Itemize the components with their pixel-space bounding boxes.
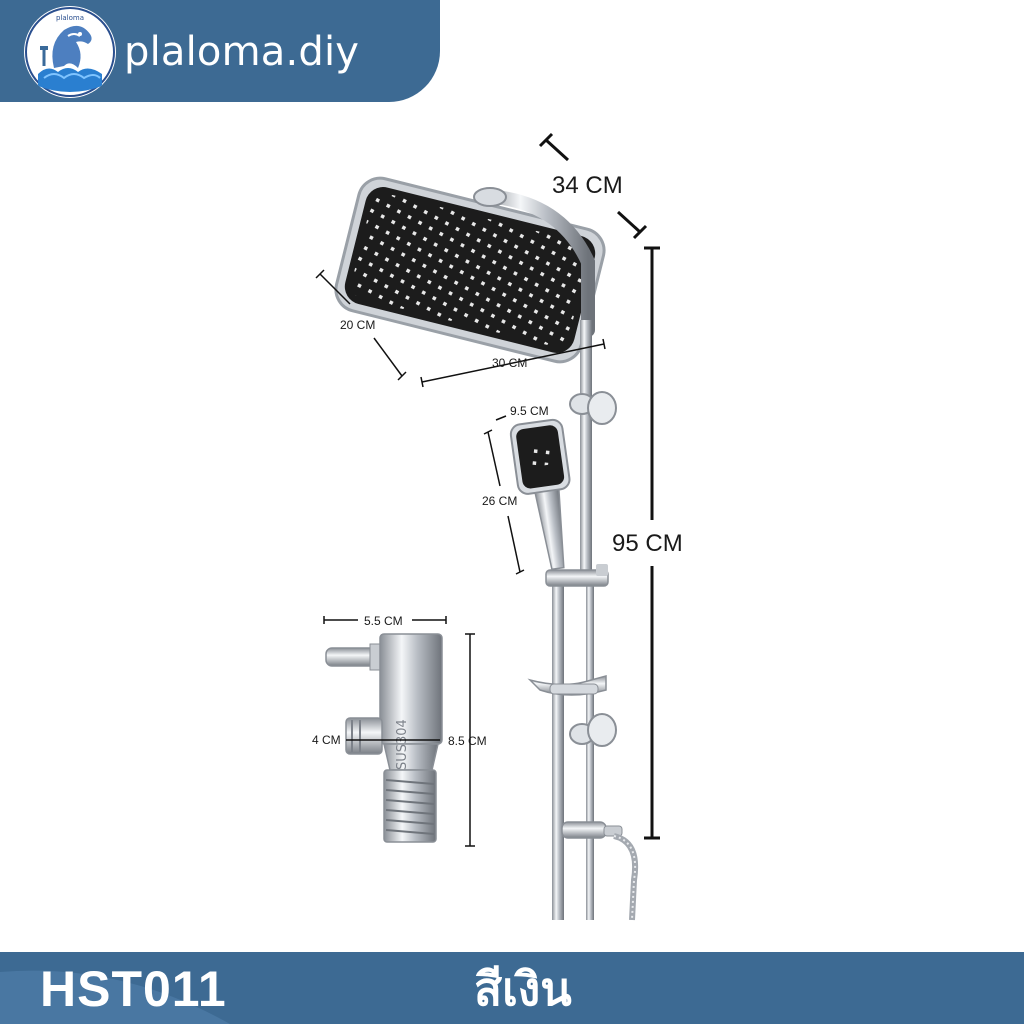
footer-swoosh	[0, 970, 230, 1024]
footer-banner: HST011 สีเงิน	[0, 952, 1024, 1024]
dim-hand-shower-width: 9.5 CM	[510, 404, 549, 418]
model-number: HST011	[40, 961, 227, 1017]
product-illustration: SUS304	[315, 132, 660, 921]
shower-arm-joint	[473, 187, 507, 207]
dim-hand-shower-length: 26 CM	[482, 494, 518, 508]
valve-marking: SUS304	[395, 719, 410, 770]
angle-valve: SUS304	[325, 633, 443, 843]
brand-name: plaloma.diy	[124, 29, 360, 75]
dolphin-logo-icon: plaloma	[24, 6, 116, 98]
dim-top-width: 34 CM	[552, 172, 623, 199]
dim-valve-width: 5.5 CM	[364, 614, 403, 628]
diverter	[561, 821, 623, 839]
lower-holder	[569, 713, 617, 747]
svg-text:plaloma: plaloma	[56, 14, 84, 22]
hand-shower	[509, 418, 571, 571]
brand-header: plaloma plaloma.diy	[0, 0, 440, 102]
dimension-lines	[315, 132, 660, 847]
dim-valve-inlet: 4 CM	[312, 733, 341, 747]
slide-bracket	[545, 564, 609, 587]
slide-bar	[552, 580, 564, 920]
rain-shower-head	[334, 176, 606, 364]
dim-rain-head-width: 30 CM	[492, 356, 528, 370]
dim-rain-head-depth: 20 CM	[340, 318, 376, 332]
soap-dish	[527, 675, 607, 696]
dim-valve-height: 8.5 CM	[448, 734, 487, 748]
dim-height-total: 95 CM	[612, 530, 683, 557]
color-label: สีเงิน	[474, 962, 572, 1016]
upper-holder	[569, 391, 617, 425]
riser-pipe	[580, 320, 592, 580]
